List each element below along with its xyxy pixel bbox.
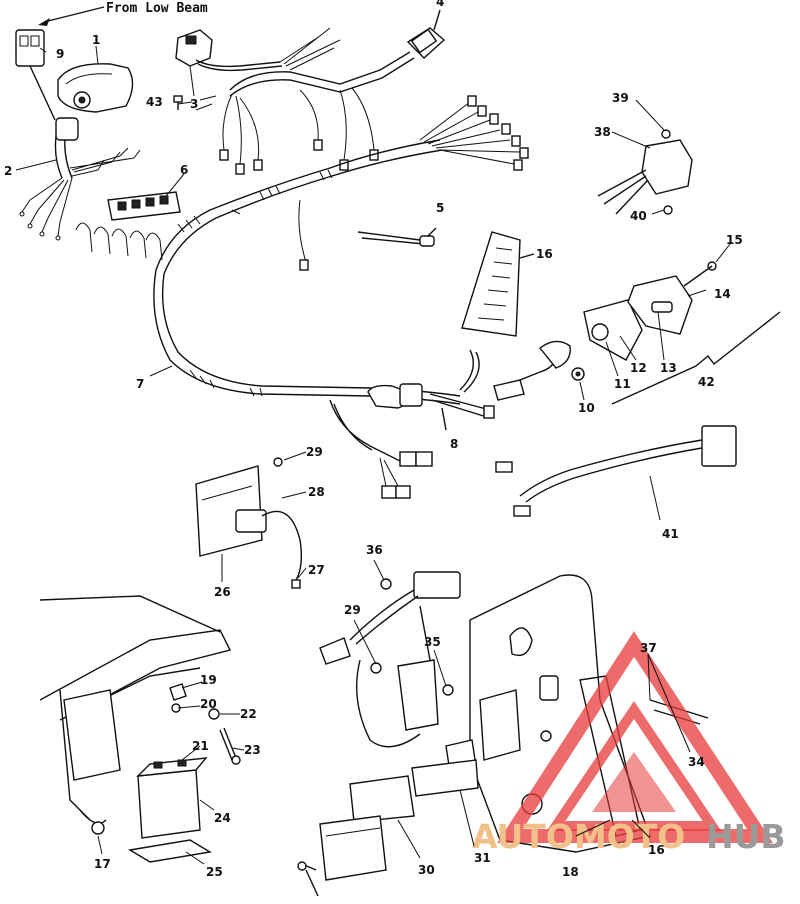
harness-2 — [19, 117, 141, 241]
callout-29: 29 — [306, 445, 323, 459]
watermark-text-hub: HUB — [706, 817, 786, 856]
connector-4 — [406, 9, 446, 59]
switch-38 — [597, 129, 693, 215]
callout-9: 9 — [56, 47, 64, 61]
headlight-1 — [57, 63, 134, 113]
automotohub-watermark: AUTOMOTO HUB — [472, 631, 786, 856]
upper-wire-bundle — [195, 27, 415, 175]
callout-15: 15 — [726, 233, 743, 247]
main-harness-7 — [153, 95, 529, 405]
mounting-plate — [411, 574, 709, 853]
callout-19: 19 — [200, 673, 217, 687]
callout-36: 36 — [366, 543, 383, 557]
callout-35: 35 — [424, 635, 441, 649]
watermark-text-auto: AUTOMOTO — [472, 817, 685, 856]
callout-13: 13 — [660, 361, 677, 375]
callout-16: 16 — [536, 247, 553, 261]
callout-26: 26 — [214, 585, 231, 599]
callout-42: 42 — [698, 375, 715, 389]
callout-18: 18 — [562, 865, 579, 879]
callout-43: 43 — [146, 95, 163, 109]
ignition-coil — [319, 571, 461, 748]
connector-8 — [329, 340, 571, 499]
callout-1: 1 — [92, 33, 100, 47]
callout-5: 5 — [436, 201, 444, 215]
callout-labels: 1 2 3 4 5 6 7 8 9 10 11 12 13 14 15 16 1… — [4, 0, 743, 879]
callout-29-lower: 29 — [344, 603, 361, 617]
callout-11: 11 — [614, 377, 631, 391]
callout-24: 24 — [214, 811, 231, 825]
callout-16-lower: 16 — [648, 843, 665, 857]
callout-28: 28 — [308, 485, 325, 499]
callout-4: 4 — [436, 0, 444, 9]
header-text: From Low Beam — [106, 1, 208, 16]
callout-31: 31 — [474, 851, 491, 865]
callout-3: 3 — [190, 97, 198, 111]
callout-23: 23 — [244, 743, 261, 757]
leader-lines — [15, 45, 731, 865]
callout-41: 41 — [662, 527, 679, 541]
callout-21: 21 — [192, 739, 209, 753]
callout-38: 38 — [594, 125, 611, 139]
switch-3 — [173, 29, 283, 110]
from-low-beam-label: From Low Beam — [38, 1, 208, 26]
regulator-30 — [297, 775, 415, 897]
callout-40: 40 — [630, 209, 647, 223]
callout-30: 30 — [418, 863, 435, 877]
callout-27: 27 — [308, 563, 325, 577]
callout-6: 6 — [180, 163, 188, 177]
callout-22: 22 — [240, 707, 257, 721]
callout-10: 10 — [578, 401, 595, 415]
bracket-26 — [195, 457, 303, 589]
callout-39: 39 — [612, 91, 629, 105]
callout-7: 7 — [136, 377, 144, 391]
callout-37: 37 — [640, 641, 657, 655]
lead-5 — [357, 227, 437, 247]
taillight-assembly — [571, 261, 781, 405]
terminal-strip-6 — [75, 191, 181, 261]
callout-14: 14 — [714, 287, 731, 301]
callout-12: 12 — [630, 361, 647, 375]
callout-2: 2 — [4, 164, 12, 178]
callout-34: 34 — [688, 755, 705, 769]
callout-20: 20 — [200, 697, 217, 711]
callout-8: 8 — [450, 437, 458, 451]
fuse-panel-16 — [461, 231, 535, 337]
callout-25: 25 — [206, 865, 223, 879]
battery-21 — [128, 683, 241, 863]
connector-9 — [15, 29, 56, 121]
callout-17: 17 — [94, 857, 111, 871]
lead-41 — [495, 425, 737, 517]
frame-section — [39, 595, 232, 835]
